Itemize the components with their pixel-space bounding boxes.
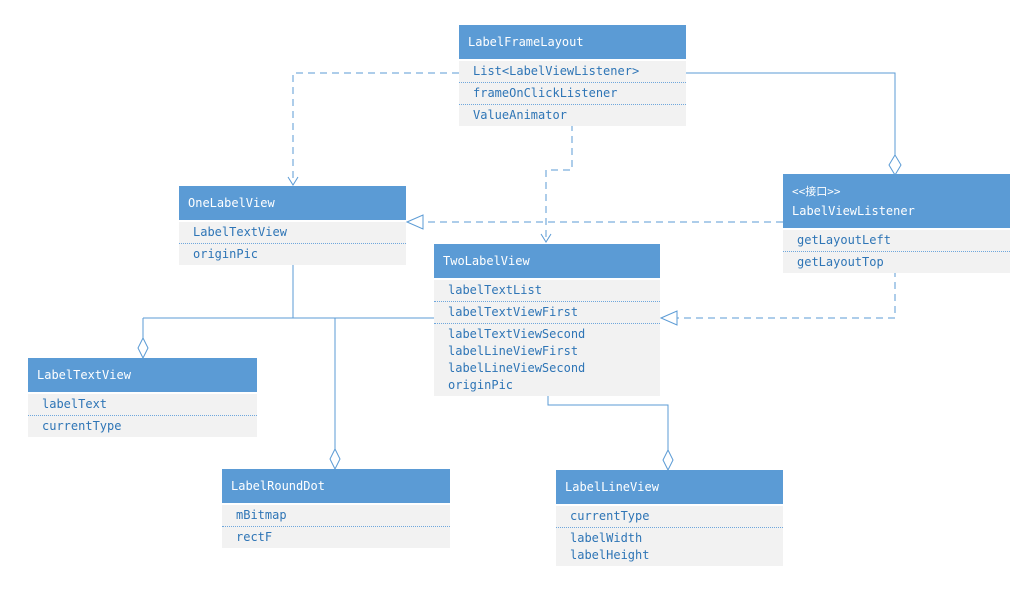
class-attribute: ValueAnimator xyxy=(473,108,567,122)
class-attribute: LabelTextView xyxy=(193,225,287,239)
aggregation-tree-onelabelview xyxy=(142,263,434,449)
aggregation-diamond-listener xyxy=(888,154,902,176)
class-body: currentType labelWidth labelHeight xyxy=(556,504,783,566)
class-attribute: labelWidth xyxy=(570,531,643,545)
class-title: LabelTextView xyxy=(37,368,131,382)
class-compartment: ValueAnimator xyxy=(459,104,686,126)
class-body: labelText currentType xyxy=(28,392,257,437)
aggregation-line-twolabelview-labellineview xyxy=(547,392,669,450)
class-title: LabelViewListener xyxy=(792,203,915,218)
class-attribute: labelText xyxy=(42,397,108,411)
class-compartment: mBitmap xyxy=(222,505,450,526)
aggregation-diamond-labellineview xyxy=(662,448,674,472)
class-attribute: labelLineViewFirst xyxy=(448,344,579,358)
class-body: labelTextList labelTextViewFirst labelText… xyxy=(434,278,660,396)
class-attribute: originPic xyxy=(448,378,514,392)
class-compartment: currentType xyxy=(556,506,783,527)
class-attribute: originPic xyxy=(193,247,259,261)
class-attribute: labelHeight xyxy=(570,548,650,562)
realization-triangle-onelabelview xyxy=(405,214,424,230)
class-compartment: originPic xyxy=(179,243,406,265)
class-compartment: getLayoutTop xyxy=(783,251,1010,273)
class-attribute: frameOnClickListener xyxy=(473,86,618,100)
class-compartment: frameOnClickListener xyxy=(459,82,686,104)
class-header: OneLabelView xyxy=(179,186,406,220)
class-header: LabelFrameLayout xyxy=(459,25,686,59)
class-attribute: currentType xyxy=(42,419,122,433)
class-labelrounddot[interactable]: LabelRoundDot mBitmap rectF xyxy=(222,469,450,548)
class-labelframelayout[interactable]: LabelFrameLayout List<LabelViewListener>… xyxy=(459,25,686,126)
class-attribute: labelTextList xyxy=(448,283,542,297)
class-attribute: List<LabelViewListener> xyxy=(473,64,640,78)
class-header: <<接口>> LabelViewListener xyxy=(783,174,1010,228)
class-compartment: labelTextList xyxy=(434,280,660,301)
class-attribute: getLayoutLeft xyxy=(797,233,891,247)
interface-stereotype: <<接口>> xyxy=(792,184,841,198)
class-header: LabelTextView xyxy=(28,358,257,392)
class-compartment: labelTextViewFirst xyxy=(434,301,660,323)
class-attribute: currentType xyxy=(570,509,650,523)
class-compartment: labelTextViewSecond labelLineViewFirst lab… xyxy=(434,323,660,396)
class-body: mBitmap rectF xyxy=(222,503,450,548)
class-body: getLayoutLeft getLayoutTop xyxy=(783,228,1010,273)
aggregation-line-framelayout-listener xyxy=(686,72,896,155)
class-attribute: mBitmap xyxy=(236,508,287,522)
class-compartment: List<LabelViewListener> xyxy=(459,61,686,82)
class-header: LabelRoundDot xyxy=(222,469,450,503)
class-twolabelview[interactable]: TwoLabelView labelTextList labelTextViewF… xyxy=(434,244,660,396)
class-compartment: labelWidth labelHeight xyxy=(556,527,783,566)
class-body: LabelTextView originPic xyxy=(179,220,406,265)
realization-triangle-twolabelview xyxy=(659,310,678,326)
dependency-arrowhead-twolabelview xyxy=(540,233,552,243)
class-compartment: getLayoutLeft xyxy=(783,230,1010,251)
realization-line-listener-twolabelview xyxy=(677,270,896,319)
class-header: TwoLabelView xyxy=(434,244,660,278)
class-title: LabelRoundDot xyxy=(231,479,325,493)
class-labeltextview[interactable]: LabelTextView labelText currentType xyxy=(28,358,257,437)
class-title: OneLabelView xyxy=(188,196,275,210)
class-attribute: getLayoutTop xyxy=(797,255,884,269)
class-attribute: labelTextViewFirst xyxy=(448,305,579,319)
class-compartment: LabelTextView xyxy=(179,222,406,243)
class-compartment: labelText xyxy=(28,394,257,415)
class-compartment: rectF xyxy=(222,526,450,548)
aggregation-diamond-labeltextview xyxy=(137,336,149,360)
dependency-arrowhead-onelabelview xyxy=(287,176,299,186)
dependency-line-framelayout-twolabelview xyxy=(545,124,573,240)
class-onelabelview[interactable]: OneLabelView LabelTextView originPic xyxy=(179,186,406,265)
class-attribute: rectF xyxy=(236,530,273,544)
class-title: LabelFrameLayout xyxy=(468,35,584,49)
aggregation-diamond-labelrounddot xyxy=(329,447,341,471)
class-attribute: labelLineViewSecond xyxy=(448,361,586,375)
class-attribute: labelTextViewSecond xyxy=(448,327,586,341)
class-header: LabelLineView xyxy=(556,470,783,504)
class-body: List<LabelViewListener> frameOnClickListe… xyxy=(459,59,686,126)
class-compartment: currentType xyxy=(28,415,257,437)
class-title: TwoLabelView xyxy=(443,254,530,268)
dependency-line-framelayout-onelabelview xyxy=(292,72,459,183)
class-title: LabelLineView xyxy=(565,480,659,494)
